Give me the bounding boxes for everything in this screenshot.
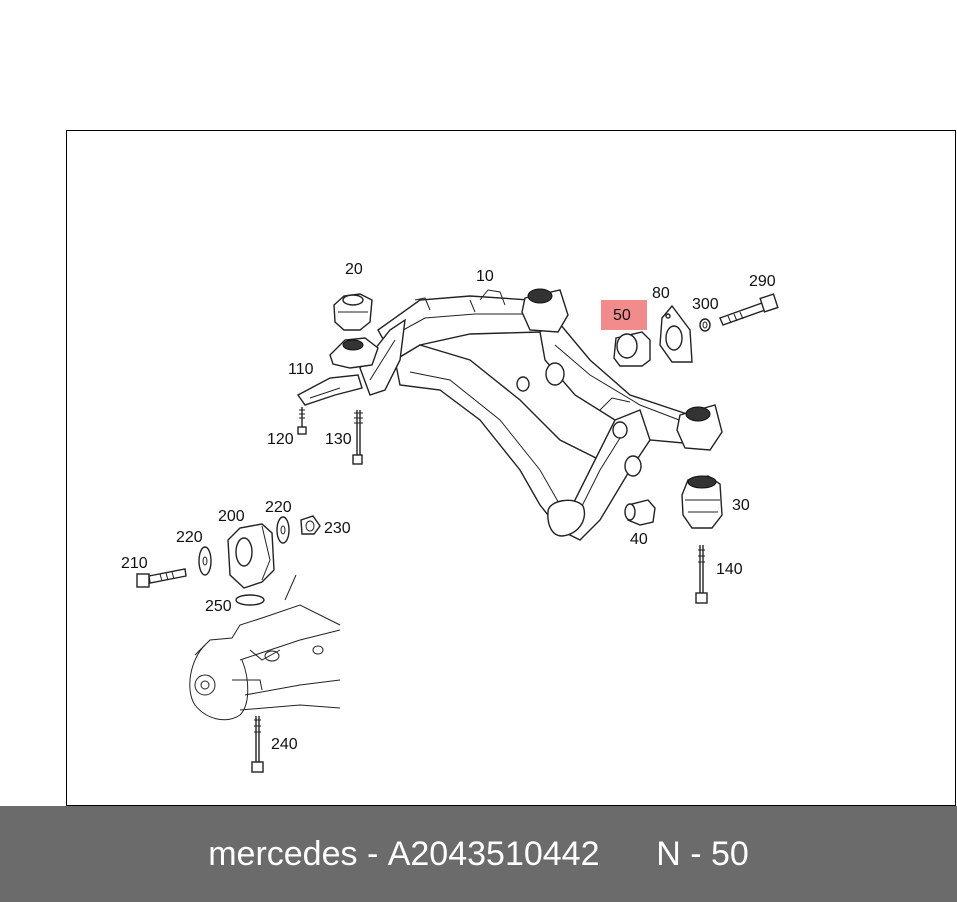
callout-220-right: 220 — [265, 499, 292, 516]
callout-200: 200 — [218, 508, 245, 525]
callout-290: 290 — [749, 273, 776, 290]
bolt-210 — [136, 568, 187, 588]
callout-240: 240 — [271, 736, 298, 753]
footer-separator: - — [357, 834, 388, 873]
callout-140: 140 — [716, 561, 743, 578]
bushing-50 — [613, 331, 651, 367]
nut-230 — [300, 515, 321, 535]
footer-part-number: A2043510442 — [387, 834, 600, 873]
washer-220-right — [276, 516, 290, 544]
bolt-240 — [251, 716, 264, 773]
callout-220-left: 220 — [176, 529, 203, 546]
callout-50: 50 — [613, 307, 631, 324]
callout-20: 20 — [345, 261, 363, 278]
mount-30 — [681, 475, 723, 529]
footer-position-label: N - 50 — [656, 834, 749, 873]
bolt-140 — [695, 545, 708, 604]
callout-250: 250 — [205, 598, 232, 615]
diagram-frame — [66, 130, 956, 806]
bolt-290 — [719, 293, 779, 326]
bushing-lower-left — [329, 337, 379, 369]
bracket-110 — [296, 374, 363, 406]
washer-300 — [699, 318, 711, 332]
bolt-120 — [297, 407, 307, 435]
subframe-mount-rear-right — [676, 404, 723, 451]
washer-220-left — [198, 546, 212, 576]
bushing-20 — [333, 293, 373, 331]
footer-bar: mercedes - A2043510442 N - 50 — [0, 806, 957, 902]
callout-120: 120 — [267, 431, 294, 448]
callout-130: 130 — [325, 431, 352, 448]
footer-gap — [600, 835, 657, 874]
callout-230: 230 — [324, 520, 351, 537]
subframe-mount-front-right — [521, 288, 569, 333]
callout-40: 40 — [630, 531, 648, 548]
callout-110: 110 — [288, 361, 314, 378]
washer-250 — [235, 594, 265, 606]
callout-210: 210 — [121, 555, 148, 572]
mount-plate-80 — [659, 304, 693, 363]
bushing-40 — [624, 499, 656, 526]
subframe-body — [359, 289, 722, 541]
footer-caption: mercedes - A2043510442 N - 50 — [0, 806, 957, 902]
bolt-130 — [352, 410, 363, 465]
footer-brand: mercedes — [208, 834, 358, 873]
callout-30: 30 — [732, 497, 750, 514]
callout-80: 80 — [652, 285, 670, 302]
differential-housing — [189, 574, 341, 721]
mount-200 — [227, 523, 275, 589]
callout-10: 10 — [476, 268, 494, 285]
callout-300: 300 — [692, 296, 719, 313]
callout-50-highlight — [601, 300, 647, 330]
